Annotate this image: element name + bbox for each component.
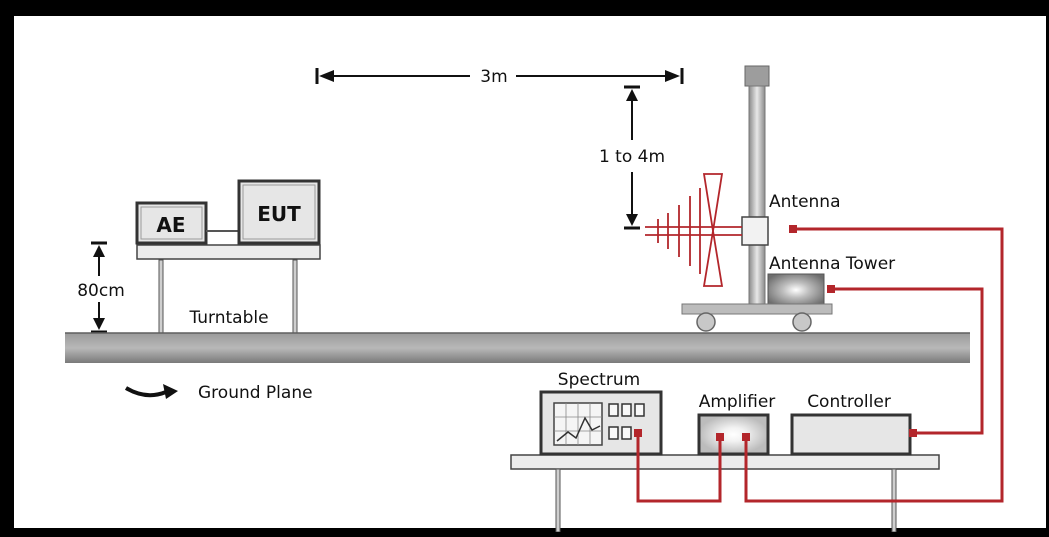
antenna-tower-label: Antenna Tower: [769, 254, 895, 274]
amplifier-label: Amplifier: [699, 392, 776, 412]
distance-label: 3m: [480, 67, 507, 87]
cable-connectors: [634, 225, 917, 441]
eut-unit: [237, 179, 321, 245]
log-periodic-antenna: [645, 173, 742, 287]
rf-cables: [636, 227, 1004, 503]
distance-dimension: [315, 68, 684, 84]
turntable-label: Turntable: [188, 308, 268, 328]
height-range-dimension: [624, 85, 640, 230]
antenna-label: Antenna: [769, 192, 841, 212]
ground-plane-arrow-icon: [124, 384, 178, 399]
spectrum-label: Spectrum: [558, 370, 640, 390]
spectrum-analyzer: [539, 390, 663, 456]
controller-label: Controller: [807, 392, 891, 412]
amplifier: [697, 413, 770, 456]
ae-unit: [135, 201, 208, 245]
controller: [790, 413, 912, 456]
table-height-label: 80cm: [77, 281, 125, 301]
ground-plane: [65, 333, 970, 363]
ground-plane-label: Ground Plane: [198, 383, 313, 403]
height-range-label: 1 to 4m: [599, 147, 665, 167]
antenna-tower: [681, 65, 833, 332]
eut-label: EUT: [257, 202, 301, 226]
turntable-table: [136, 244, 321, 335]
ae-label: AE: [156, 213, 185, 237]
table-height-dimension: [91, 241, 107, 334]
